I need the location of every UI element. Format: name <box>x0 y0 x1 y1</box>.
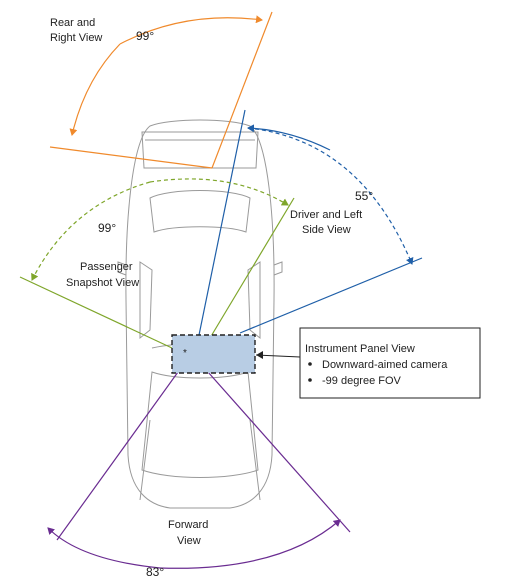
rear-view-fov: 99° Rear and Right View <box>49 11 273 169</box>
forward-view-label-line1: Forward <box>168 519 208 531</box>
passenger-view-angle-arc-2 <box>31 181 151 281</box>
forward-view-angle: 83° <box>146 565 164 578</box>
car-left-mirror <box>117 261 127 276</box>
car-right-mirror <box>273 261 283 276</box>
passenger-view-fov: 99° Passenger Snapshot View <box>19 178 295 349</box>
driver-view-boundary-upper <box>197 109 246 341</box>
forward-view-boundary-right <box>207 371 351 533</box>
camera-marker: * <box>183 348 187 359</box>
car-rear-window <box>141 131 259 169</box>
driver-view-fov: 55° Driver and Left Side View <box>197 109 423 341</box>
driver-view-label-line1: Driver and Left <box>290 209 362 221</box>
forward-view-label-line2: View <box>177 535 201 547</box>
callout-bullet-dot-1 <box>308 362 312 366</box>
car-hood-line-left <box>139 419 151 501</box>
passenger-view-boundary-right <box>209 197 295 339</box>
passenger-view-angle: 99° <box>98 221 116 235</box>
passenger-view-label-line1: Passenger <box>80 261 133 273</box>
rear-view-boundary-left <box>49 146 213 169</box>
car-windshield <box>141 371 259 478</box>
car-hood-line-right <box>249 419 261 501</box>
forward-view-angle-arc-2 <box>159 519 341 569</box>
rear-view-angle-arc-2 <box>69 43 121 136</box>
passenger-view-boundary-left <box>19 276 173 349</box>
driver-view-boundary-lower <box>239 257 423 334</box>
callout-pointer-arrow <box>256 351 263 359</box>
car-left-side-window <box>139 261 153 340</box>
instrument-panel-camera: * <box>171 334 256 374</box>
camera-panel-box <box>171 334 256 374</box>
forward-view-angle-arc <box>47 527 161 569</box>
instrument-panel-callout: Instrument Panel View Downward-aimed cam… <box>299 327 481 399</box>
rear-view-label-line2: Right View <box>50 32 102 44</box>
callout-pointer <box>255 354 301 358</box>
car-body <box>125 119 275 509</box>
forward-view-fov: 83° Forward View <box>47 371 351 578</box>
rear-view-label-line1: Rear and <box>50 17 95 29</box>
callout-box <box>299 327 481 399</box>
callout-bullet-2: -99 degree FOV <box>322 375 402 387</box>
rear-view-angle: 99° <box>136 29 154 43</box>
driver-view-angle-arc <box>247 127 414 265</box>
callout-title: Instrument Panel View <box>305 343 415 355</box>
forward-view-boundary-left <box>56 371 179 541</box>
driver-view-angle: 55° <box>355 189 373 203</box>
driver-view-label-line2: Side View <box>302 224 351 236</box>
callout-bullet-1: Downward-aimed camera <box>322 359 448 371</box>
passenger-view-angle-arc <box>149 178 289 206</box>
car-outline <box>117 119 283 509</box>
rear-view-angle-arc <box>119 15 263 45</box>
passenger-view-label-line2: Snapshot View <box>66 277 139 289</box>
rear-view-boundary-right <box>211 11 273 169</box>
driver-view-angle-arc-2 <box>247 124 331 151</box>
car-roof <box>149 190 251 233</box>
callout-bullet-dot-2 <box>308 378 312 382</box>
